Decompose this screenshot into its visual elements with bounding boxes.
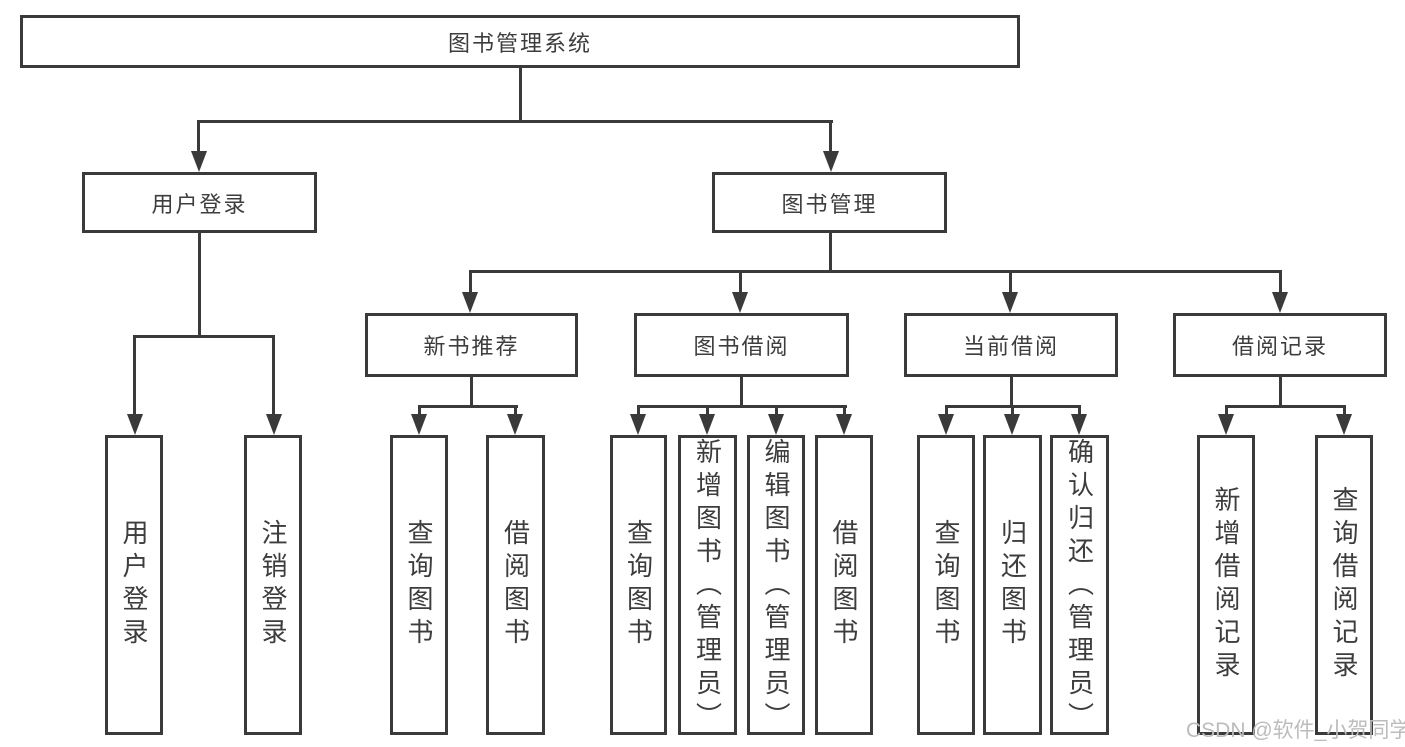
connector-borrow-records-branch [1225, 405, 1346, 408]
leaf-edit-books-admin: 编辑图书（管理员） [747, 435, 805, 735]
connector-user-login-branch [133, 335, 275, 338]
leaf-confirm-return-admin: 确认归还（管理员） [1050, 435, 1109, 735]
leaf-user-login: 用户登录 [105, 435, 163, 735]
connector-book-borrow-stub [740, 377, 743, 407]
connector-drop [706, 405, 709, 417]
leaf-add-borrow-record: 新增借阅记录 [1197, 435, 1255, 735]
csdn-watermark: CSDN @软件_小贺同学 [1186, 719, 1405, 742]
arrow-down-icon [127, 414, 143, 435]
arrow-down-icon [1218, 414, 1234, 435]
connector-book-borrow-branch [637, 405, 847, 408]
connector-drop-leaf-logout [272, 335, 275, 415]
connector-drop [843, 405, 846, 417]
connector-drop [945, 405, 948, 417]
node-book-management: 图书管理 [712, 172, 947, 233]
arrow-down-icon [507, 414, 523, 435]
connector-drop [1343, 405, 1346, 417]
connector-new-book-recommend-stub [470, 377, 473, 407]
arrow-down-icon [462, 292, 478, 313]
connector-drop [418, 405, 421, 417]
arrow-down-icon [1071, 414, 1087, 435]
node-new-book-recommend: 新书推荐 [365, 313, 578, 377]
node-borrow-records: 借阅记录 [1173, 313, 1387, 377]
leaf-query-books: 查询图书 [917, 435, 975, 735]
leaf-query-books: 查询图书 [390, 435, 448, 735]
arrow-down-icon [768, 414, 784, 435]
node-current-borrow: 当前借阅 [904, 313, 1118, 377]
leaf-add-books-admin: 新增图书（管理员） [678, 435, 737, 735]
arrow-down-icon [1272, 292, 1288, 313]
leaf-logout: 注销登录 [244, 435, 302, 735]
arrow-down-icon [823, 151, 839, 172]
arrow-down-icon [1004, 414, 1020, 435]
arrow-down-icon [732, 292, 748, 313]
arrow-down-icon [1336, 414, 1352, 435]
node-user-login: 用户登录 [82, 172, 317, 233]
arrow-down-icon [411, 414, 427, 435]
connector-drop-user-login [197, 120, 200, 153]
node-root: 图书管理系统 [20, 15, 1020, 68]
leaf-query-books: 查询图书 [610, 435, 667, 735]
connector-drop [1011, 405, 1014, 417]
connector-borrow-records-stub [1279, 377, 1282, 407]
connector-drop-book-borrow [739, 270, 742, 293]
arrow-down-icon [191, 151, 207, 172]
arrow-down-icon [699, 414, 715, 435]
connector-book-management-stub [829, 233, 832, 272]
connector-drop [514, 405, 517, 417]
leaf-borrow-books: 借阅图书 [815, 435, 873, 735]
connector-drop-current-borrow [1009, 270, 1012, 293]
connector-drop [775, 405, 778, 417]
arrow-down-icon [1002, 292, 1018, 313]
connector-user-login-stub [198, 233, 201, 338]
arrow-down-icon [938, 414, 954, 435]
arrow-down-icon [266, 414, 282, 435]
leaf-return-books: 归还图书 [983, 435, 1042, 735]
node-book-borrow: 图书借阅 [634, 313, 849, 377]
connector-drop [637, 405, 640, 417]
connector-new-book-recommend-branch [418, 405, 518, 408]
connector-root-stub [519, 68, 522, 122]
connector-current-borrow-stub [1010, 377, 1013, 407]
connector-drop-borrow-records [1279, 270, 1282, 293]
connector-drop-book-management [829, 120, 832, 153]
leaf-query-borrow-record: 查询借阅记录 [1315, 435, 1373, 735]
arrow-down-icon [630, 414, 646, 435]
arrow-down-icon [836, 414, 852, 435]
connector-level1-branch [197, 120, 833, 123]
connector-drop [1078, 405, 1081, 417]
connector-level2-branch [469, 270, 1282, 273]
leaf-borrow-books: 借阅图书 [486, 435, 545, 735]
connector-drop-leaf-user-login [133, 335, 136, 415]
connector-drop-new-book-recommend [469, 270, 472, 293]
connector-drop [1225, 405, 1228, 417]
